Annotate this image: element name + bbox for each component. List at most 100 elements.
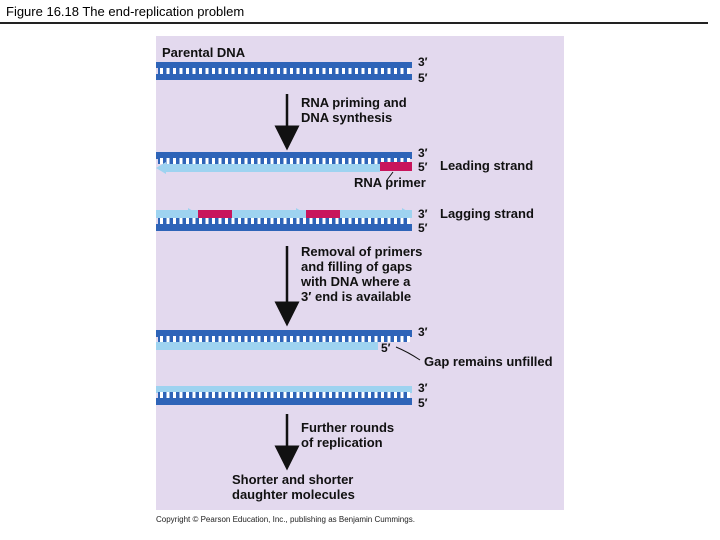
base-pair-rung <box>244 68 248 74</box>
base-pair-rung <box>257 68 261 74</box>
base-pair-rung <box>205 392 209 398</box>
base-pair-rung <box>173 336 176 342</box>
base-pair-rung <box>264 68 267 74</box>
base-pair-rung <box>361 158 365 164</box>
base-pair-rung <box>186 158 189 164</box>
base-pair-rung <box>342 336 345 342</box>
base-pair-rung <box>400 158 404 164</box>
base-pair-rung <box>277 392 280 398</box>
base-pair-rung <box>342 158 345 164</box>
base-pair-rung <box>400 218 404 224</box>
base-pair-rung <box>296 336 300 342</box>
parental-3prime-label: 3′ <box>418 55 428 69</box>
base-pair-rung <box>348 68 352 74</box>
base-pair-rung <box>225 158 228 164</box>
base-pair-rung <box>251 158 254 164</box>
base-pair-rung <box>303 218 306 224</box>
base-pair-rung <box>160 68 163 74</box>
base-pair-rung <box>335 218 339 224</box>
base-pair-rung <box>212 392 215 398</box>
step1-text-line1: RNA priming and <box>301 95 407 110</box>
base-pair-rung <box>387 68 391 74</box>
base-pair-rung <box>192 68 196 74</box>
base-pair-rung <box>179 336 183 342</box>
base-pair-rung <box>394 392 397 398</box>
base-pair-rung <box>251 392 254 398</box>
base-pair-rung <box>166 392 170 398</box>
parental-dna-label: Parental DNA <box>162 45 246 60</box>
base-pair-rung <box>270 68 274 74</box>
step2-text-line4: 3′ end is available <box>301 289 411 304</box>
base-pair-rung <box>205 158 209 164</box>
base-pair-rung <box>355 158 358 164</box>
leading-3prime-label: 3′ <box>418 146 428 160</box>
base-pair-rung <box>329 336 332 342</box>
base-pair-rung <box>400 336 404 342</box>
base-pair-rung <box>374 158 378 164</box>
base-pair-rung <box>173 158 176 164</box>
base-pair-rung <box>316 336 319 342</box>
parental-5prime-label: 5′ <box>418 71 428 85</box>
base-pair-rung <box>231 392 235 398</box>
base-pair-rung <box>283 336 287 342</box>
base-pair-rung <box>179 158 183 164</box>
base-pair-rung <box>309 392 313 398</box>
base-pair-rung <box>387 336 391 342</box>
step3-text-line1: Further rounds <box>301 420 394 435</box>
base-pair-rung <box>322 158 326 164</box>
gapped-5prime-label: 5′ <box>381 341 391 355</box>
gap-remains-label: Gap remains unfilled <box>424 354 553 369</box>
base-pair-rung <box>173 392 176 398</box>
base-pair-rung <box>173 218 176 224</box>
base-pair-rung <box>322 68 326 74</box>
base-pair-rung <box>407 392 410 398</box>
base-pair-rung <box>192 336 196 342</box>
base-pair-rung <box>296 392 300 398</box>
base-pair-rung <box>225 392 228 398</box>
base-pair-rung <box>342 68 345 74</box>
base-pair-rung <box>329 68 332 74</box>
base-pair-rung <box>322 392 326 398</box>
base-pair-rung <box>368 218 371 224</box>
base-pair-rung <box>160 392 163 398</box>
base-pair-rung <box>270 218 274 224</box>
base-pair-rung <box>342 392 345 398</box>
base-pair-rung <box>407 68 410 74</box>
base-pair-rung <box>186 392 189 398</box>
base-pair-rung <box>348 336 352 342</box>
base-pair-rung <box>264 336 267 342</box>
second-5prime-label: 5′ <box>418 396 428 410</box>
base-pair-rung <box>374 336 378 342</box>
diagram-panel <box>156 36 564 510</box>
base-pair-rung <box>192 218 196 224</box>
copyright-notice: Copyright © Pearson Education, Inc., pub… <box>156 515 415 524</box>
base-pair-rung <box>257 158 261 164</box>
rna-primer-label: RNA primer <box>354 175 426 190</box>
base-pair-rung <box>192 158 196 164</box>
base-pair-rung <box>225 336 228 342</box>
base-pair-rung <box>205 68 209 74</box>
base-pair-rung <box>381 158 384 164</box>
base-pair-rung <box>238 158 241 164</box>
base-pair-rung <box>290 68 293 74</box>
step2-text-line2: and filling of gaps <box>301 259 412 274</box>
base-pair-rung <box>368 336 371 342</box>
base-pair-rung <box>381 218 384 224</box>
base-pair-rung <box>218 158 222 164</box>
base-pair-rung <box>264 158 267 164</box>
base-pair-rung <box>264 218 267 224</box>
gapped-duplex <box>156 330 412 350</box>
base-pair-rung <box>160 336 163 342</box>
lagging-strand-label: Lagging strand <box>440 206 534 221</box>
base-pair-rung <box>368 392 371 398</box>
base-pair-rung <box>257 218 261 224</box>
base-pair-rung <box>400 392 404 398</box>
base-pair-rung <box>381 68 384 74</box>
okazaki-arrowhead-3 <box>188 208 198 220</box>
base-pair-rung <box>309 218 313 224</box>
base-pair-rung <box>355 392 358 398</box>
base-pair-rung <box>296 158 300 164</box>
base-pair-rung <box>296 68 300 74</box>
base-pair-rung <box>166 68 170 74</box>
base-pair-rung <box>329 392 332 398</box>
